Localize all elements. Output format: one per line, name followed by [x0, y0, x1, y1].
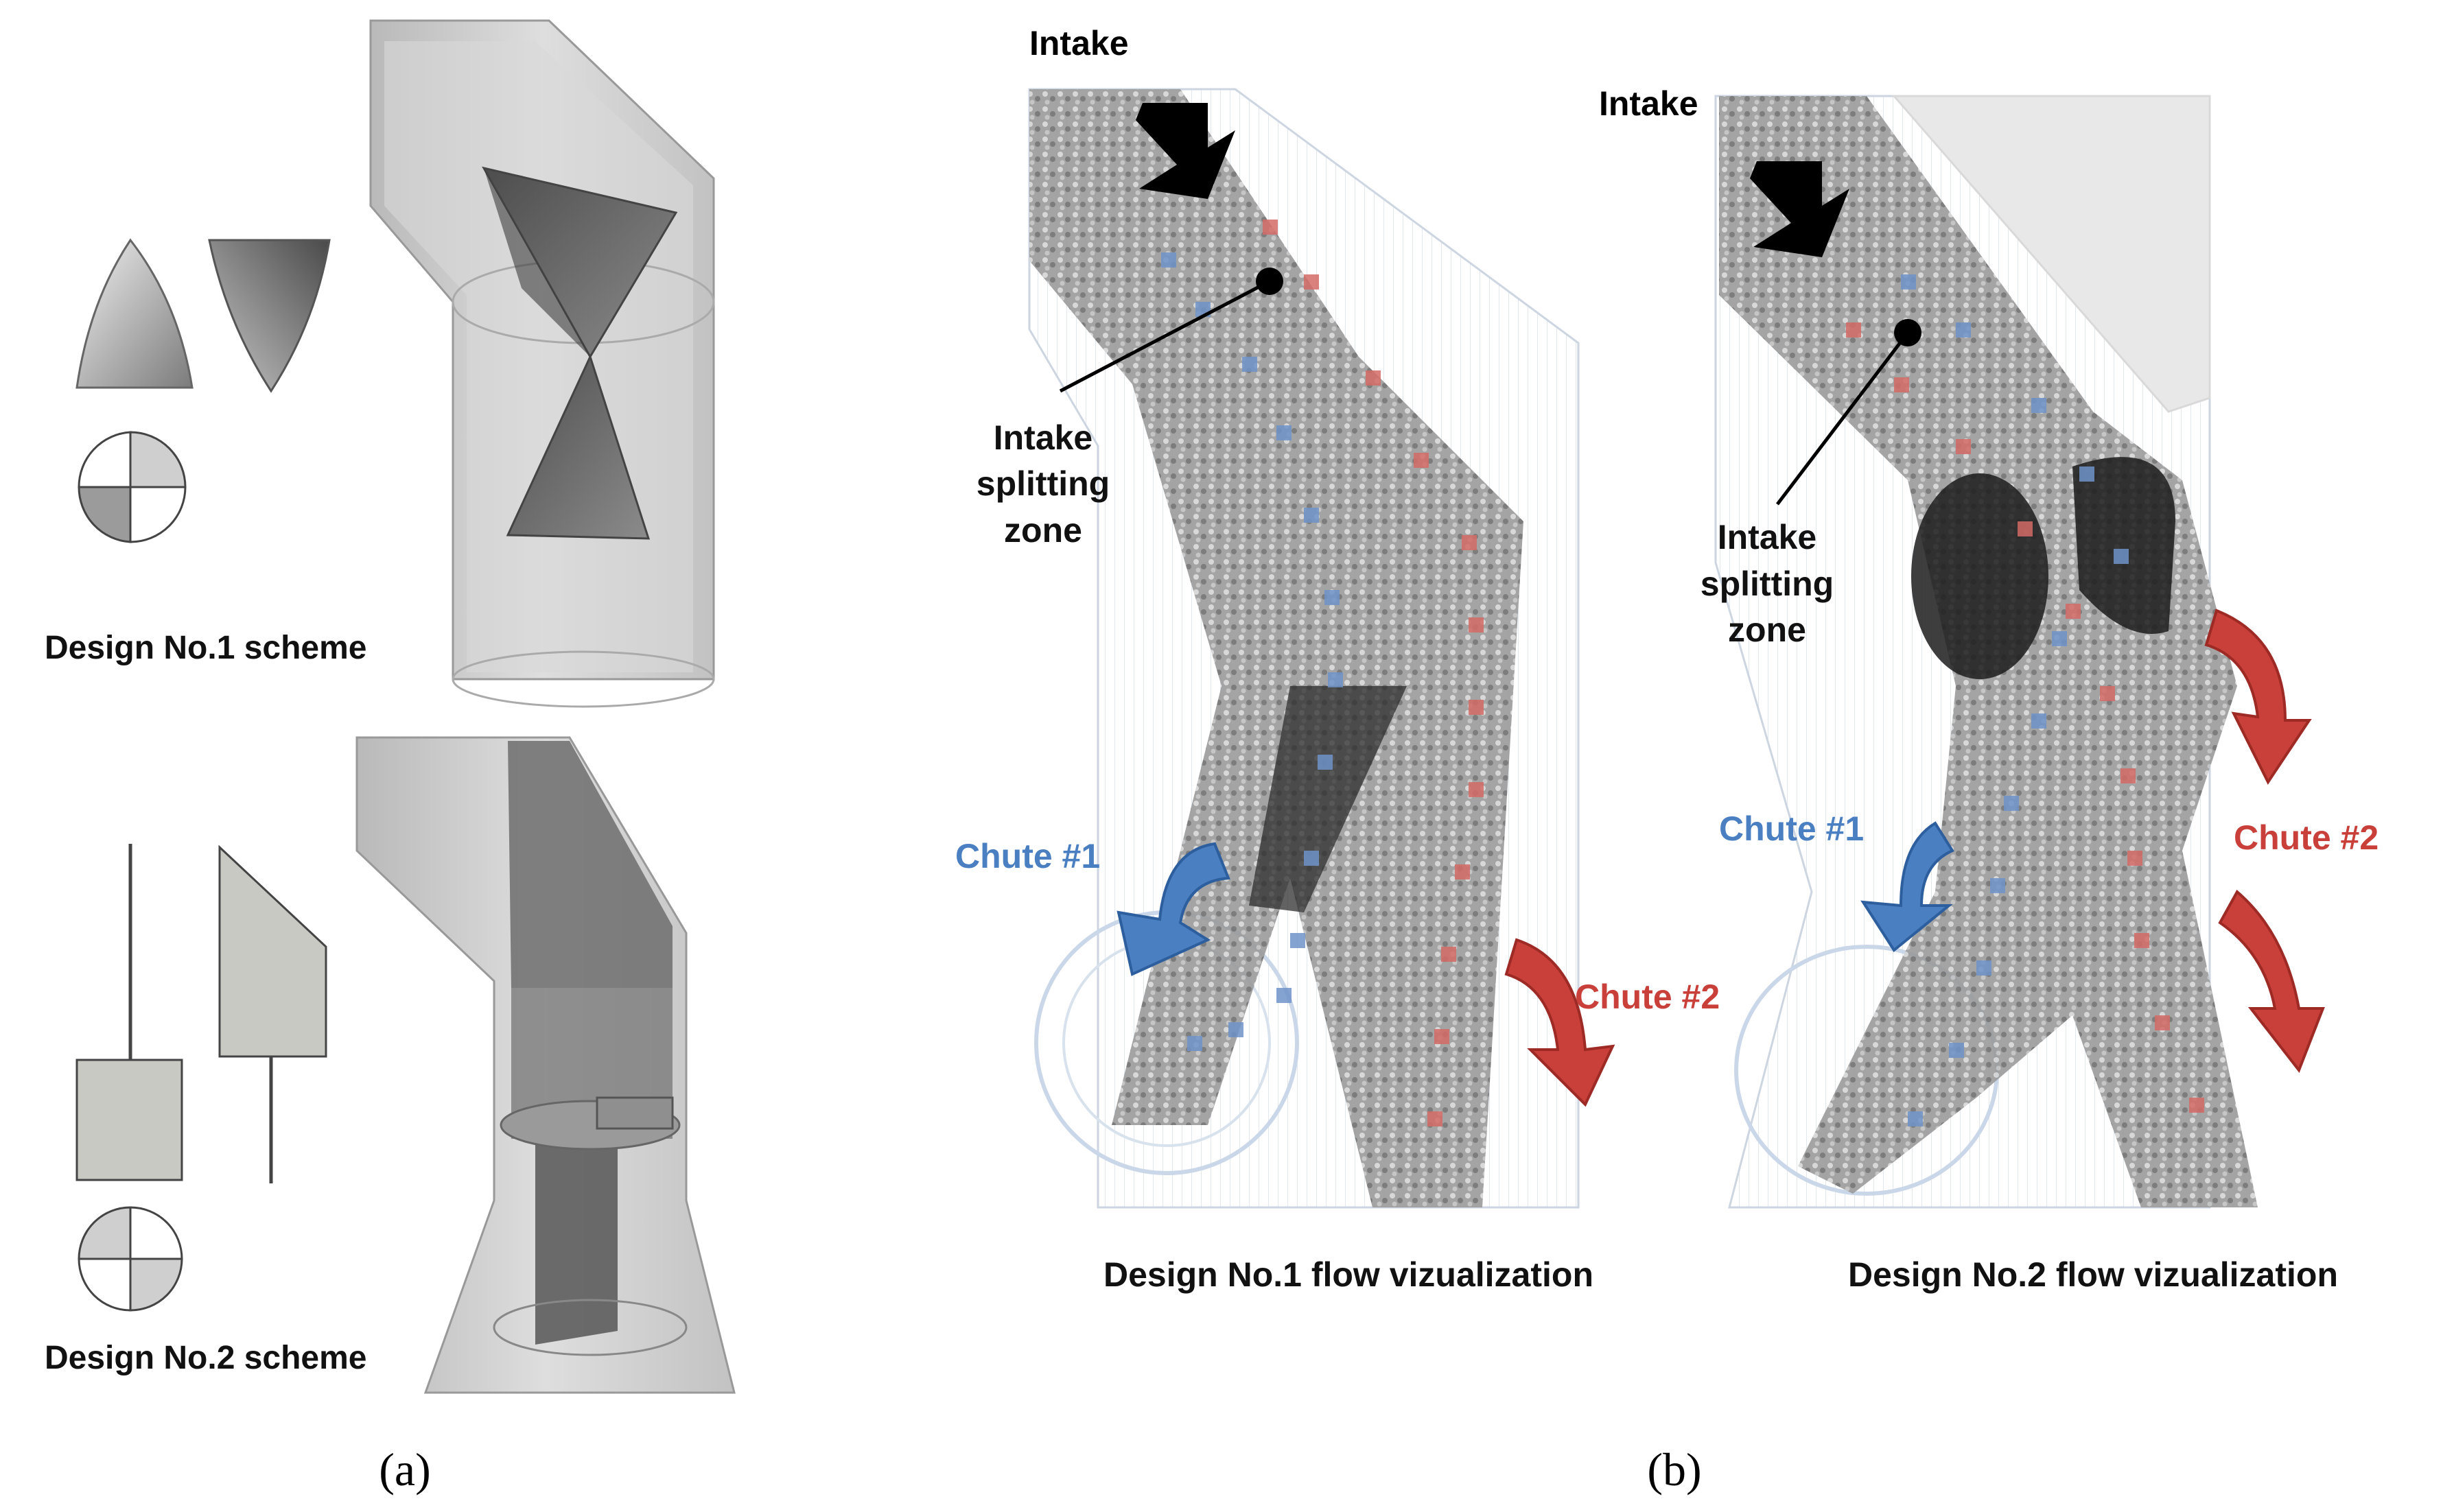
- design2-particle-stream: [1719, 96, 2258, 1207]
- panel-b-caption: (b): [1647, 1443, 1701, 1496]
- design2-chute2-arrow-icon-upper: [2204, 609, 2312, 785]
- design2-scheme-label: Design No.2 scheme: [45, 1340, 367, 1376]
- design1-cone-dark-icon: [208, 239, 331, 393]
- design2-flow-caption: Design No.2 flow vizualization: [1848, 1255, 2338, 1294]
- design2-chute2-trail: [1846, 322, 2204, 1113]
- design2-chute1-trail: [1901, 274, 2129, 1126]
- design1-particle-stream: [1029, 89, 1523, 1207]
- design1-chute2-arrow-icon: [1504, 938, 1615, 1107]
- design2-chute2-label: Chute #2: [2234, 818, 2379, 857]
- design1-intake-arrow-icon: [1136, 103, 1235, 199]
- design1-chute1-trail: [1161, 252, 1343, 1051]
- design1-chute1-arrow-icon: [1117, 842, 1230, 976]
- design1-cone-light-icon: [75, 238, 194, 389]
- design1-splitting-label-3: zone: [1004, 511, 1082, 550]
- design2-plate-front-icon: [218, 844, 327, 1183]
- panel-a: Design No.1 scheme Design No.2 scheme: [45, 19, 736, 1496]
- design2-splitting-leader: [1776, 331, 1909, 506]
- design1-chute2-label: Chute #2: [1575, 978, 1720, 1016]
- design1-chute1-label: Chute #1: [955, 837, 1100, 875]
- panel-b-design1: Intake Intake splitting zone Chute #1 Ch…: [955, 24, 1720, 1294]
- panel-b-design2: Intake Intake splitting zone Chute #1 Ch…: [1599, 84, 2379, 1496]
- design2-plate-side-icon: [75, 844, 183, 1181]
- design1-top-view-icon: [78, 431, 187, 543]
- design2-splitting-label-3: zone: [1728, 611, 1806, 649]
- design2-splitting-label-2: splitting: [1701, 565, 1834, 603]
- design1-chute2-trail: [1263, 220, 1484, 1126]
- design2-splitting-label-1: Intake: [1718, 518, 1817, 556]
- design1-splitting-label-1: Intake: [994, 418, 1093, 457]
- design1-intake-label: Intake: [1029, 24, 1129, 62]
- design2-chute1-label: Chute #1: [1719, 810, 1864, 848]
- design2-intake-arrow-icon: [1750, 161, 1849, 257]
- design2-pipe-render: [355, 736, 736, 1394]
- design1-splitting-leader: [1059, 279, 1271, 393]
- design2-intake-label: Intake: [1599, 84, 1698, 123]
- design1-scheme-label: Design No.1 scheme: [45, 630, 367, 666]
- design1-flow-caption: Design No.1 flow vizualization: [1103, 1255, 1593, 1294]
- design2-chute1-arrow-icon: [1860, 821, 1954, 952]
- design2-chute2-arrow-icon-lower: [2218, 889, 2325, 1074]
- design1-pipe-render: [369, 19, 715, 708]
- design2-top-view-icon: [78, 1206, 183, 1312]
- panel-a-caption: (a): [379, 1443, 430, 1496]
- design1-splitting-label-2: splitting: [977, 464, 1110, 503]
